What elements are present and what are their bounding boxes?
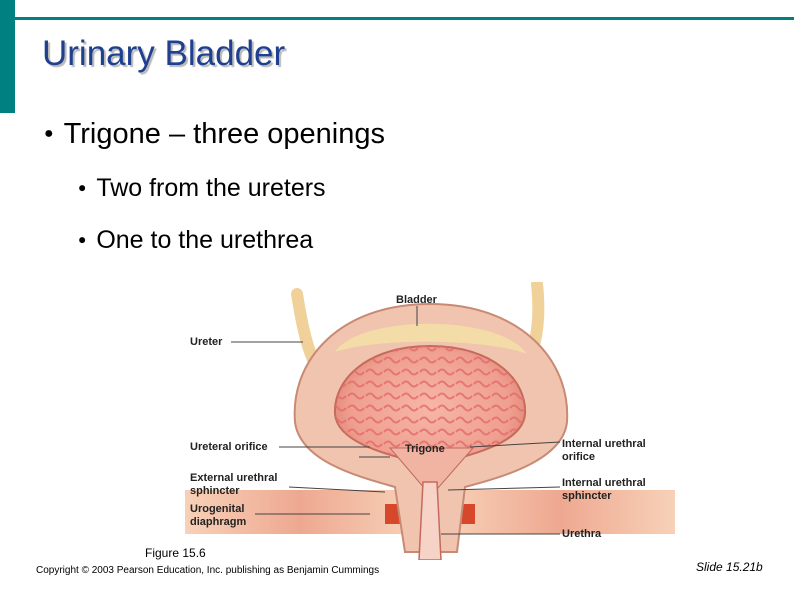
label-external-urethral-sphincter: External urethral xyxy=(190,472,277,484)
label-internal-urethral-orifice-line2: orifice xyxy=(562,451,595,463)
bullet-dot-icon: ● xyxy=(44,125,54,142)
sub-bullet-urethra: ● One to the urethrea xyxy=(78,226,313,255)
label-trigone: Trigone xyxy=(405,443,445,455)
label-urethra: Urethra xyxy=(562,528,602,540)
label-external-urethral-sphincter-line2: sphincter xyxy=(190,485,240,497)
bladder-illustration: Bladder Ureter Ureteral orifice Trigone … xyxy=(185,282,675,560)
side-accent-bar xyxy=(0,0,15,113)
bladder-anatomy-figure: Bladder Ureter Ureteral orifice Trigone … xyxy=(185,282,675,560)
slide-number: Slide 15.21b xyxy=(696,560,763,574)
label-ureter: Ureter xyxy=(190,336,223,348)
sub-bullet-ureters: ● Two from the ureters xyxy=(78,174,326,203)
bullet-dot-icon: ● xyxy=(78,232,86,247)
label-internal-urethral-sphincter: Internal urethral xyxy=(562,477,646,489)
bullet-dot-icon: ● xyxy=(78,180,86,195)
copyright-notice: Copyright © 2003 Pearson Education, Inc.… xyxy=(36,565,379,576)
label-urogenital-diaphragm: Urogenital xyxy=(190,503,244,515)
bullet-text: Trigone – three openings xyxy=(64,118,385,150)
label-bladder: Bladder xyxy=(396,294,438,306)
bullet-trigone: ● Trigone – three openings xyxy=(44,118,385,151)
label-internal-urethral-sphincter-line2: sphincter xyxy=(562,490,612,502)
label-urogenital-diaphragm-line2: diaphragm xyxy=(190,516,246,528)
sub-bullet-text: Two from the ureters xyxy=(96,174,325,202)
figure-caption: Figure 15.6 xyxy=(145,546,206,560)
top-accent-bar xyxy=(0,17,794,20)
label-internal-urethral-orifice: Internal urethral xyxy=(562,438,646,450)
sub-bullet-text: One to the urethrea xyxy=(96,226,313,254)
label-ureteral-orifice: Ureteral orifice xyxy=(190,441,268,453)
slide-title: Urinary Bladder xyxy=(42,34,285,74)
